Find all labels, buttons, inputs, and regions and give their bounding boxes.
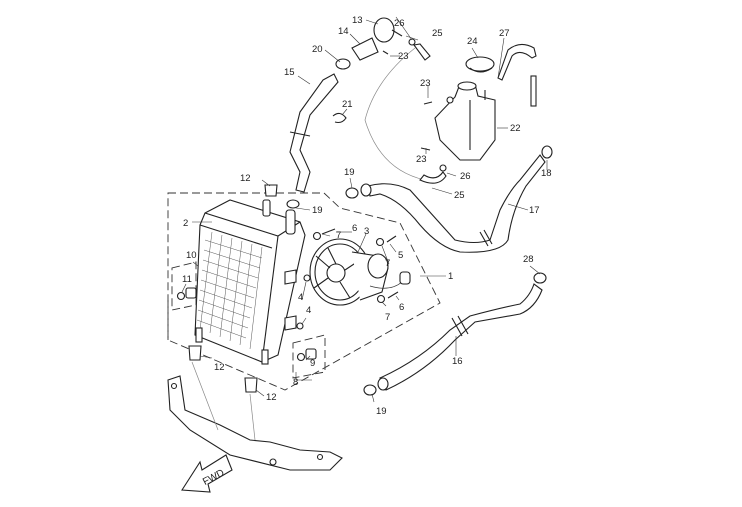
callout-8: 8 xyxy=(293,377,298,388)
callout-1: 1 xyxy=(448,271,453,282)
callout-25b: 25 xyxy=(454,190,465,201)
callout-4b: 4 xyxy=(306,305,311,316)
callout-25a: 25 xyxy=(432,28,443,39)
clamp-19b xyxy=(286,199,300,209)
callout-13: 13 xyxy=(352,15,363,26)
callout-17: 17 xyxy=(529,205,540,216)
grommets xyxy=(188,184,278,393)
callout-6a: 6 xyxy=(352,223,357,234)
washer-7a xyxy=(312,231,322,241)
washer-7c xyxy=(376,294,386,304)
bolt-5 xyxy=(386,235,397,243)
callout-26a: 26 xyxy=(394,18,405,29)
callout-28: 28 xyxy=(523,254,534,265)
callout-23c: 23 xyxy=(416,154,427,165)
clamp-19c xyxy=(363,384,377,396)
clamp-26b xyxy=(439,164,447,172)
callout-12c: 12 xyxy=(266,392,277,403)
callout-18: 18 xyxy=(541,168,552,179)
callout-27: 27 xyxy=(499,28,510,39)
forward-arrow: FWD xyxy=(181,454,233,493)
callout-26b: 26 xyxy=(460,171,471,182)
radiator-core-grid xyxy=(196,231,263,350)
reservoir-cap-24[interactable] xyxy=(465,56,495,73)
radiator-lower-guard[interactable] xyxy=(167,375,343,471)
cap-13 xyxy=(373,17,395,43)
thermostat-housing[interactable] xyxy=(335,17,416,70)
callout-7b: 7 xyxy=(385,258,390,269)
bolt-6b xyxy=(387,291,399,299)
washer-7b xyxy=(375,237,385,247)
callout-10: 10 xyxy=(186,250,197,261)
callout-11: 11 xyxy=(182,274,192,285)
callout-20: 20 xyxy=(312,44,323,55)
callout-2: 2 xyxy=(183,218,188,229)
assembly-boundary xyxy=(167,192,441,391)
callout-7c: 7 xyxy=(385,312,390,323)
callout-23a: 23 xyxy=(398,51,409,62)
clamp-26a xyxy=(408,38,416,46)
drain-bolt-group xyxy=(171,261,326,379)
screw-23a xyxy=(382,50,389,55)
guide-lines xyxy=(191,361,256,441)
screw-23c xyxy=(420,147,431,151)
callout-7a: 7 xyxy=(336,230,341,241)
housing-14 xyxy=(351,37,379,61)
hose-17[interactable] xyxy=(360,154,546,253)
hose-16[interactable] xyxy=(377,283,543,391)
screw-23b xyxy=(423,101,433,105)
callout-4a: 4 xyxy=(298,292,303,303)
callout-6b: 6 xyxy=(399,302,404,313)
bolt-6a xyxy=(321,228,336,235)
callout-14: 14 xyxy=(338,26,349,37)
fasteners xyxy=(296,228,399,330)
callout-19a: 19 xyxy=(344,167,355,178)
callout-22: 22 xyxy=(510,123,521,134)
breather-hose-27[interactable] xyxy=(497,43,537,107)
callout-16: 16 xyxy=(452,356,463,367)
callout-21: 21 xyxy=(342,99,353,110)
nut-4b xyxy=(296,322,304,330)
upper-hose-15[interactable] xyxy=(289,73,339,193)
callout-12a: 12 xyxy=(240,173,251,184)
callout-15: 15 xyxy=(284,67,295,78)
callout-19b: 19 xyxy=(312,205,323,216)
clamp-28 xyxy=(533,272,547,284)
callout-23b: 23 xyxy=(420,78,431,89)
callout-5: 5 xyxy=(398,250,403,261)
callout-24: 24 xyxy=(467,36,478,47)
radiator[interactable] xyxy=(194,199,306,365)
callout-19c: 19 xyxy=(376,406,387,417)
callout-12b: 12 xyxy=(214,362,225,373)
callout-3: 3 xyxy=(364,226,369,237)
clamp-18 xyxy=(541,145,553,159)
fan-motor-assembly[interactable] xyxy=(309,238,411,306)
grommet-tank xyxy=(446,96,454,104)
callout-numbers: 13 14 26 25 20 23 15 21 24 27 23 22 23 2… xyxy=(182,15,552,417)
nut-4a xyxy=(303,274,311,282)
clamp-19a xyxy=(345,187,359,199)
overflow-hose-25[interactable] xyxy=(364,43,447,184)
callout-9: 9 xyxy=(310,358,315,369)
leader-lines xyxy=(181,16,548,403)
coolant-reservoir[interactable] xyxy=(420,81,496,172)
clip-21 xyxy=(332,112,347,124)
